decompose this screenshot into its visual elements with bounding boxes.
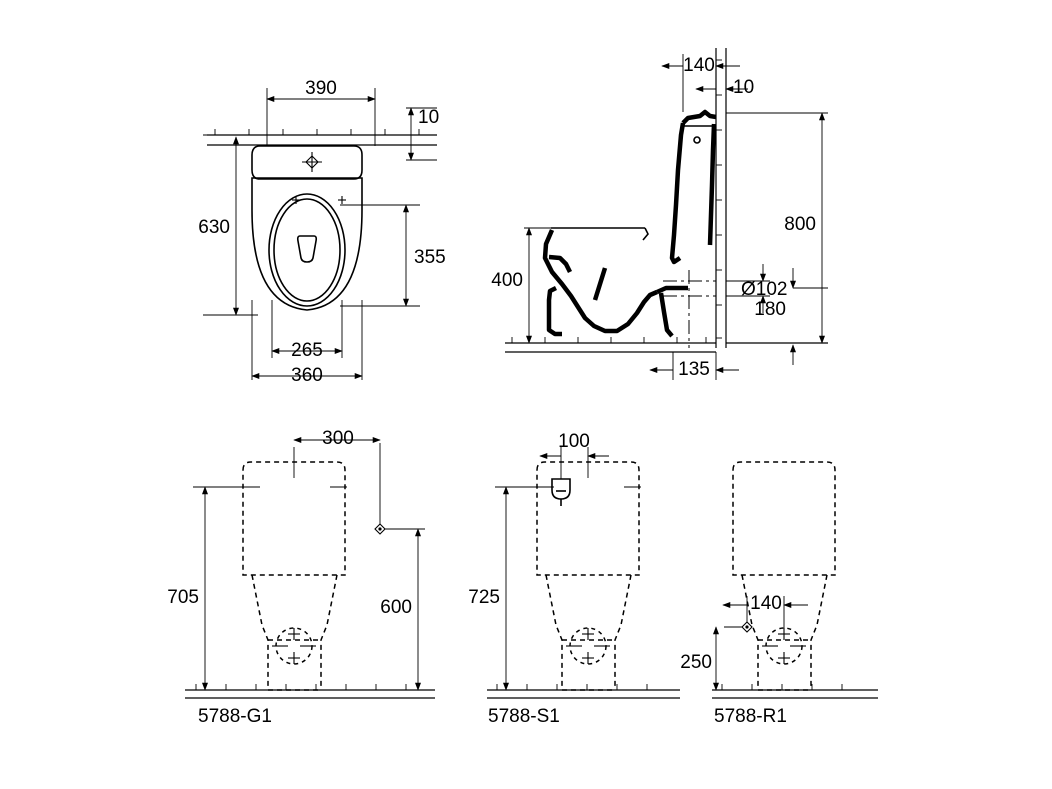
plan-dimension-355-text: 355 [414,247,446,268]
g1-dimension-600-text: 600 [380,597,412,618]
r1-connector-marker [741,621,753,633]
plan-dimension-390: 390 [266,78,376,102]
s1-dimension-725-text: 725 [468,587,500,608]
r1-dimension-140-text: 140 [750,593,782,614]
plan-dimension-265-text: 265 [291,340,323,361]
r1-toilet-silhouette [732,461,836,691]
side-dimension-135: 135 [649,359,739,380]
r1-model-label: 5788-R1 [714,706,787,727]
side-dimension-10: 10 [695,77,754,98]
s1-toilet-silhouette [536,461,640,691]
plan-dimension-360: 360 [251,365,363,386]
g1-floor [185,684,435,699]
s1-extension-lines [495,447,641,488]
side-dimension-diameter-102-text: Ø102 [741,279,787,300]
g1-dimension-300-text: 300 [322,428,354,449]
r1-dimension-140: 140 [722,593,808,614]
plan-dimension-390-text: 390 [305,78,337,99]
plan-toilet-outline [251,145,363,311]
s1-model-label: 5788-S1 [488,706,560,727]
plan-bolt-crosshair-marker [292,196,346,204]
g1-toilet-silhouette [242,461,346,691]
s1-dimension-100: 100 [539,431,609,459]
g1-bolt-crosshair-marker [272,627,316,665]
side-dimension-10-text: 10 [733,77,754,98]
plan-dimension-265: 265 [271,340,343,361]
g1-dimension-300: 300 [293,428,381,449]
side-dimension-diameter-102: Ø102 [741,264,787,313]
elevation-view-g1: 300 705 600 5788-G1 [167,428,435,727]
side-toilet-bowl-section [542,227,688,338]
elevation-view-s1: 100 725 5788-S1 [468,431,680,727]
side-dimension-180-text: 180 [754,299,786,320]
side-view: 140 10 800 400 Ø102 180 [491,48,828,380]
s1-dimension-725: 725 [468,486,509,691]
plan-dimension-360-text: 360 [291,365,323,386]
side-dimension-135-text: 135 [678,359,710,380]
plan-dimension-630: 630 [198,136,239,316]
r1-extension-lines [724,596,785,628]
plan-connector-marker [302,152,322,172]
s1-bolt-crosshair-marker [566,627,610,665]
side-extension-lines [510,48,828,380]
side-dimension-140: 140 [661,55,740,76]
plan-dimension-10-text: 10 [418,107,439,128]
side-dimension-140-text: 140 [683,55,715,76]
g1-model-label: 5788-G1 [198,706,272,727]
r1-dimension-250-text: 250 [680,652,712,673]
side-dimension-800: 800 [784,112,825,344]
g1-dimension-705-text: 705 [167,587,199,608]
g1-dimension-705: 705 [167,486,208,691]
side-concealed-cistern [669,109,717,265]
side-dimension-800-text: 800 [784,214,816,235]
side-dimension-180: 180 [754,268,796,365]
side-dimension-400: 400 [491,227,532,344]
plan-dimension-355: 355 [403,204,446,307]
s1-water-inlet-marker [551,478,571,506]
r1-dimension-250: 250 [680,626,719,691]
plan-view: 390 10 630 355 265 360 [198,78,445,386]
plan-wall [207,129,437,146]
plan-dimension-630-text: 630 [198,217,230,238]
s1-dimension-100-text: 100 [558,431,590,452]
elevation-view-r1: 140 250 5788-R1 [680,461,878,727]
g1-connector-marker [374,523,386,535]
r1-bolt-crosshair-marker [762,627,806,665]
side-dimension-400-text: 400 [491,270,523,291]
plan-dimension-10: 10 [408,107,439,161]
g1-dimension-600: 600 [380,528,421,691]
